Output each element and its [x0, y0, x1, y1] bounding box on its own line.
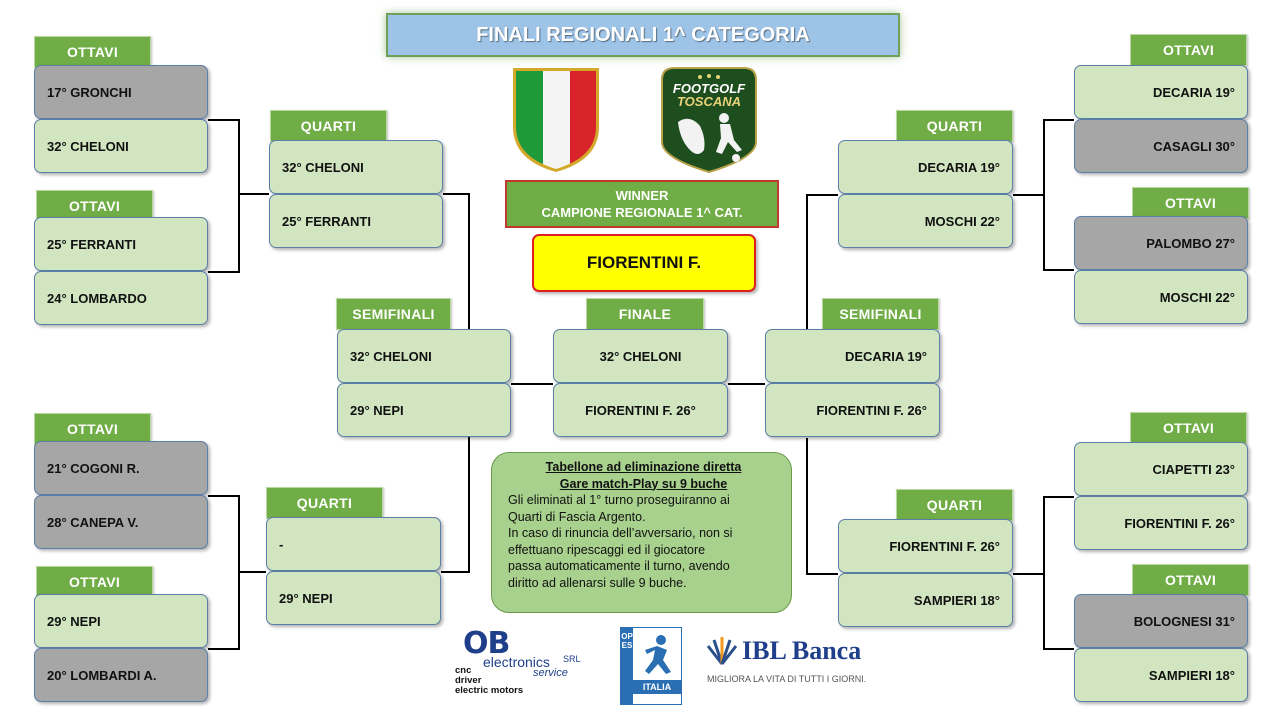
- italy-shield-icon: [513, 68, 599, 172]
- ob-line: driver: [455, 675, 482, 686]
- player-box: 32° CHELONI: [34, 119, 208, 173]
- rules-heading-1: Tabellone ad eliminazione diretta: [545, 460, 742, 474]
- tab-ottavi-right-2: OTTAVI: [1132, 187, 1249, 219]
- rules-line: diritto ad allenarsi sulle 9 buche.: [508, 575, 687, 590]
- player-box: 21° COGONI R.: [34, 441, 208, 495]
- tab-semifinali-right: SEMIFINALI: [822, 298, 939, 330]
- player-box: MOSCHI 22°: [1074, 270, 1248, 324]
- player-box: 25° FERRANTI: [269, 194, 443, 248]
- ob-letters: OB: [463, 626, 510, 661]
- player-box: 29° NEPI: [34, 594, 208, 648]
- player-box: PALOMBO 27°: [1074, 216, 1248, 270]
- player-box: 32° CHELONI: [337, 329, 511, 383]
- player-box: 29° NEPI: [266, 571, 441, 625]
- rules-text: Gli eliminati al 1° turno proseguiranno …: [508, 492, 779, 591]
- rules-line: In caso di rinuncia dell’avversario, non…: [508, 526, 733, 540]
- player-box: CIAPETTI 23°: [1074, 442, 1248, 496]
- tab-finale: FINALE: [586, 298, 704, 330]
- winner-banner: WINNER CAMPIONE REGIONALE 1^ CAT.: [505, 180, 779, 228]
- player-box: 32° CHELONI: [269, 140, 443, 194]
- player-box: 20° LOMBARDI A.: [34, 648, 208, 702]
- ob-lines: cnc driver electric motors: [455, 666, 523, 696]
- opes-letters: OPES: [621, 632, 633, 650]
- champion-box: FIORENTINI F.: [532, 234, 756, 292]
- rules-heading-2: Gare match-Play su 9 buche: [559, 476, 728, 491]
- rules-line: passa automaticamente il turno, avendo: [508, 559, 730, 573]
- tab-quarti-right-2: QUARTI: [896, 489, 1013, 521]
- player-box: SAMPIERI 18°: [1074, 648, 1248, 702]
- player-box: 28° CANEPA V.: [34, 495, 208, 549]
- player-box: MOSCHI 22°: [838, 194, 1013, 248]
- footgolf-line2: TOSCANA: [676, 94, 742, 109]
- player-box: 17° GRONCHI: [34, 65, 208, 119]
- player-box: 29° NEPI: [337, 383, 511, 437]
- ibl-name: IBL Banca: [742, 636, 862, 665]
- player-box: -: [266, 517, 441, 571]
- player-box: 24° LOMBARDO: [34, 271, 208, 325]
- rules-info-box: Tabellone ad eliminazione diretta Gare m…: [491, 452, 792, 613]
- player-box: 25° FERRANTI: [34, 217, 208, 271]
- rules-line: Quarti di Fascia Argento.: [508, 509, 646, 524]
- player-box: FIORENTINI F. 26°: [1074, 496, 1248, 550]
- player-box: BOLOGNESI 31°: [1074, 594, 1248, 648]
- opes-italia: ITALIA: [633, 680, 681, 694]
- rules-line: Gli eliminati al 1° turno proseguiranno …: [508, 493, 730, 507]
- rules-line: effettuano ripescaggi ed il giocatore: [508, 542, 706, 557]
- footgolf-text: FOOTGOLF TOSCANA: [660, 82, 758, 108]
- player-box: CASAGLI 30°: [1074, 119, 1248, 173]
- footgolf-toscana-logo: [661, 67, 757, 174]
- tab-quarti-left-2: QUARTI: [266, 487, 383, 519]
- tab-ottavi-right-4: OTTAVI: [1132, 564, 1249, 596]
- tab-quarti-right-1: QUARTI: [896, 110, 1013, 142]
- ob-electronics-logo: OB electronics SRL service cnc driver el…: [455, 626, 595, 700]
- ob-service: service: [533, 667, 568, 679]
- tab-semifinali-left: SEMIFINALI: [336, 298, 451, 330]
- player-box: FIORENTINI F. 26°: [765, 383, 940, 437]
- ibl-banca-logo: IBL Banca MIGLIORA LA VITA DI TUTTI I GI…: [706, 634, 876, 690]
- opes-italia-logo: OPES ITALIA: [620, 627, 682, 705]
- finalist-box: FIORENTINI F. 26°: [553, 383, 728, 437]
- tab-ottavi-left-1: OTTAVI: [34, 36, 151, 68]
- ob-srl: SRL: [563, 654, 581, 664]
- tab-ottavi-right-3: OTTAVI: [1130, 412, 1247, 444]
- winner-label: WINNER: [615, 188, 669, 203]
- player-box: DECARIA 19°: [838, 140, 1013, 194]
- footgolf-line1: FOOTGOLF: [672, 81, 746, 96]
- tab-quarti-left-1: QUARTI: [270, 110, 387, 142]
- ob-line: cnc: [455, 665, 472, 676]
- winner-subtitle: CAMPIONE REGIONALE 1^ CAT.: [541, 205, 743, 220]
- ibl-fan-icon: [706, 637, 738, 665]
- tab-ottavi-left-3: OTTAVI: [34, 413, 151, 445]
- player-box: DECARIA 19°: [765, 329, 940, 383]
- player-box: DECARIA 19°: [1074, 65, 1248, 119]
- tab-ottavi-right-1: OTTAVI: [1130, 34, 1247, 66]
- ob-name: electronics: [483, 654, 550, 670]
- player-box: FIORENTINI F. 26°: [838, 519, 1013, 573]
- ibl-slogan: MIGLIORA LA VITA DI TUTTI I GIORNI.: [707, 674, 867, 684]
- finalist-box: 32° CHELONI: [553, 329, 728, 383]
- player-box: SAMPIERI 18°: [838, 573, 1013, 627]
- runner-icon: [645, 635, 671, 674]
- ob-line: electric motors: [455, 685, 524, 696]
- page-title: FINALI REGIONALI 1^ CATEGORIA: [386, 13, 900, 57]
